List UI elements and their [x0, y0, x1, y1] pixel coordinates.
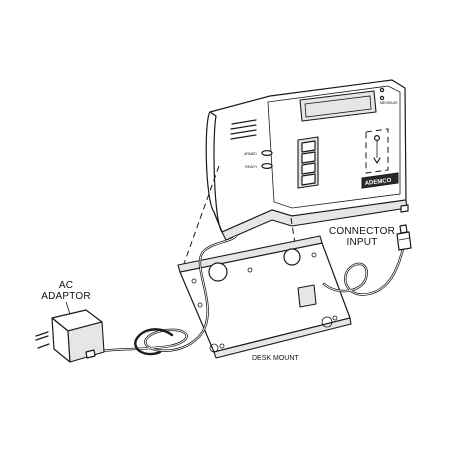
desk-mount-label: DESK MOUNT — [252, 355, 299, 362]
console-left-side — [205, 111, 223, 233]
ac-adaptor-leader — [65, 301, 71, 315]
desk-mount-lip — [177, 235, 323, 273]
desk-mount-slot — [297, 284, 317, 308]
labels: AC ADAPTOR CONNECTOR INPUT DESK MOUNT — [41, 226, 395, 362]
desk-mount-holes — [191, 248, 338, 353]
ac-adaptor — [35, 309, 105, 363]
message-indicator — [379, 95, 385, 101]
speaker-grill — [230, 119, 257, 140]
brand-logo: ADEMCO — [365, 178, 393, 187]
hidden-door-outline — [365, 128, 389, 174]
brand-plate — [361, 172, 399, 189]
message-indicator-label: MESSAGE — [380, 101, 398, 105]
ready-led-label: READY — [245, 165, 258, 169]
connector-input-label-line1: CONNECTOR — [329, 226, 395, 237]
alignment-line-left — [180, 165, 220, 273]
keypad-buttons — [297, 136, 319, 189]
connector-cord — [322, 247, 405, 296]
alignment-line-right — [290, 217, 297, 251]
connector-plug — [396, 224, 412, 251]
adaptor-cord — [90, 234, 238, 356]
ac-adaptor-label-line2: ADAPTOR — [41, 291, 91, 302]
ready-led — [261, 163, 273, 170]
console-bezel — [267, 85, 401, 209]
connector-input-label-line2: INPUT — [347, 237, 378, 248]
armed-led-label: ARMED — [244, 152, 257, 156]
display-window — [299, 90, 377, 122]
keypad-console: ARMED READY MESSAGE ADEMCO — [205, 79, 409, 241]
armed-led — [261, 150, 273, 157]
power-indicator — [379, 87, 385, 93]
desk-mount — [177, 235, 352, 359]
ac-adaptor-label-line1: AC — [59, 280, 73, 291]
